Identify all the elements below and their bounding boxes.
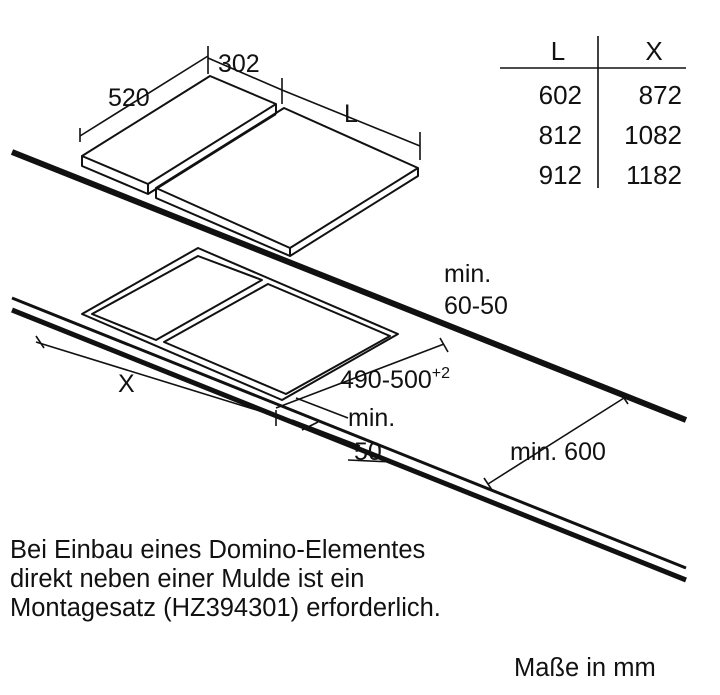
dim-min-back-a: min.	[444, 260, 491, 288]
worktop-edges	[10, 149, 688, 583]
dim-cutout-depth-tolerance: +2	[432, 365, 450, 382]
table-header-L: L	[551, 36, 565, 66]
cutout-inner-right	[163, 283, 391, 395]
worktop-front-edge-top	[11, 296, 687, 570]
dim-cutout-depth-value: 490-500	[340, 366, 432, 394]
note-line: Montagesatz (HZ394301) erforderlich.	[10, 594, 441, 622]
note-line: direkt neben einer Mulde ist ein	[10, 565, 365, 593]
table-cell-L: 812	[539, 120, 582, 150]
worktop-front-edge-bottom	[11, 307, 687, 583]
dim-depth-520: 520	[108, 84, 150, 112]
table-header-X: X	[645, 36, 662, 66]
dim-length-L: L	[344, 100, 358, 128]
dim-min-side: min. 600	[510, 438, 606, 466]
worktop-cutouts	[81, 247, 399, 401]
units-label: Maße in mm	[514, 654, 656, 682]
note-line: Bei Einbau eines Domino-Elementes	[10, 536, 426, 564]
cutout-outer	[81, 247, 399, 401]
worktop-back-edge	[10, 149, 688, 423]
table-cell-X: 872	[639, 80, 682, 110]
size-table: L X 602 872 812 1082 912 1182	[500, 36, 686, 190]
dimension-labels: 520 302 L X 490-500+2 min. 50 min. 60-50…	[108, 50, 606, 466]
hob-side	[155, 188, 291, 257]
table-cell-L: 602	[539, 80, 582, 110]
dim-min-front-b: 50	[354, 438, 382, 466]
dim-cutout-X: X	[118, 370, 135, 398]
dim-min-back-b: 60-50	[444, 292, 508, 320]
table-cell-X: 1082	[624, 120, 682, 150]
dim-width-302: 302	[218, 50, 260, 78]
domino-element-side	[81, 156, 149, 195]
dim-min-front-a: min.	[348, 404, 395, 432]
cutout-inner-left	[91, 255, 263, 341]
table-cell-L: 912	[539, 160, 582, 190]
hob-appliances	[81, 75, 419, 257]
installation-note: Bei Einbau eines Domino-Elementes direkt…	[10, 536, 441, 623]
dim-cutout-depth: 490-500+2	[340, 365, 450, 394]
table-cell-X: 1182	[626, 160, 682, 190]
dimension-lines	[35, 46, 629, 491]
